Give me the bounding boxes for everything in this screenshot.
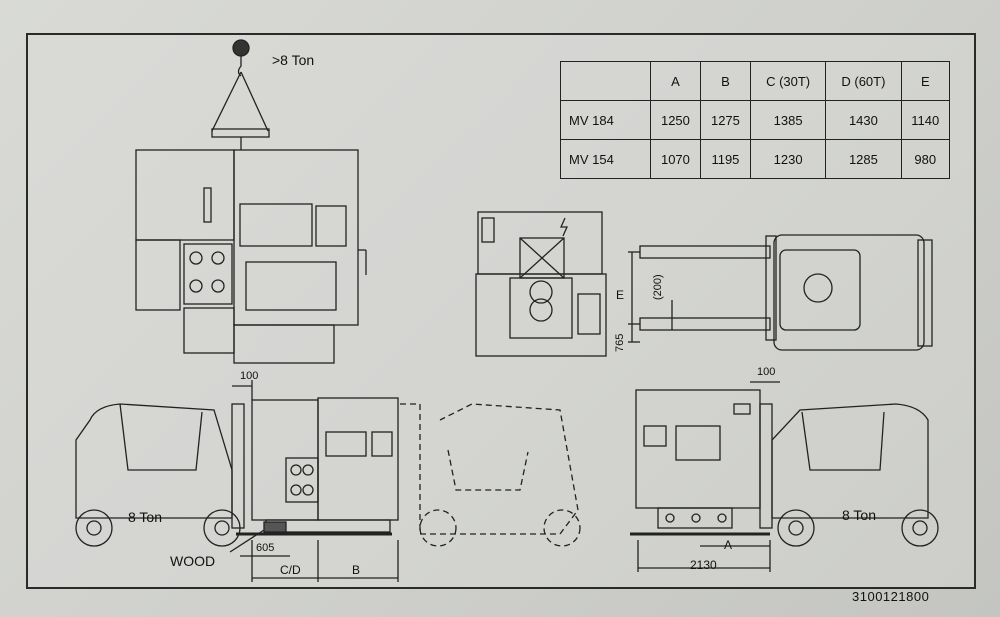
- table-row: MV 184 1250 1275 1385 1430 1140: [560, 100, 951, 140]
- width-2130-label: 2130: [690, 558, 717, 572]
- table-cell: 1430: [825, 100, 902, 140]
- side-view-right: [630, 381, 939, 572]
- table-cell: 1250: [649, 100, 701, 140]
- table-cell: 1275: [699, 100, 751, 140]
- forklift-right-label: 8 Ton: [842, 507, 876, 523]
- table-cell: 1070: [649, 139, 701, 179]
- table-header-cell: E: [900, 61, 951, 101]
- e-label: E: [616, 288, 625, 302]
- row-model: MV 184: [560, 100, 651, 140]
- crane-lift-view: [135, 39, 367, 364]
- side-view-left: [75, 380, 581, 582]
- table-cell: 980: [900, 139, 951, 179]
- table-header-cell: C (30T): [749, 61, 827, 101]
- forklift-top-view: [628, 234, 933, 351]
- clearance-right-label: 100: [757, 366, 776, 378]
- table-header-cell: B: [699, 61, 751, 101]
- clearance-left-label: 100: [240, 370, 259, 382]
- serial-number: 3100121800: [852, 589, 930, 604]
- h765-label: 765: [614, 333, 626, 352]
- h200-label: (200): [652, 274, 664, 300]
- b-label: B: [352, 563, 361, 577]
- front-view: [475, 211, 607, 357]
- table-row: MV 154 1070 1195 1230 1285 980: [560, 139, 951, 179]
- a-label: A: [724, 538, 733, 552]
- table-header-cell: A: [649, 61, 701, 101]
- table-cell: 1285: [825, 139, 902, 179]
- table-header-cell: [560, 61, 651, 101]
- cd-label: C/D: [280, 563, 301, 577]
- table-cell: 1385: [749, 100, 827, 140]
- wood-label: WOOD: [170, 553, 216, 569]
- offset-605-label: 605: [256, 542, 275, 554]
- table-header-row: A B C (30T) D (60T) E: [560, 61, 951, 101]
- forklift-left-label: 8 Ton: [128, 509, 162, 525]
- dimension-table: A B C (30T) D (60T) E MV 184 1250 1275 1…: [560, 61, 951, 179]
- table-cell: 1195: [699, 139, 751, 179]
- load-label: >8 Ton: [272, 52, 315, 68]
- table-cell: 1140: [900, 100, 951, 140]
- row-model: MV 154: [560, 139, 651, 179]
- table-header-cell: D (60T): [825, 61, 902, 101]
- table-cell: 1230: [749, 139, 827, 179]
